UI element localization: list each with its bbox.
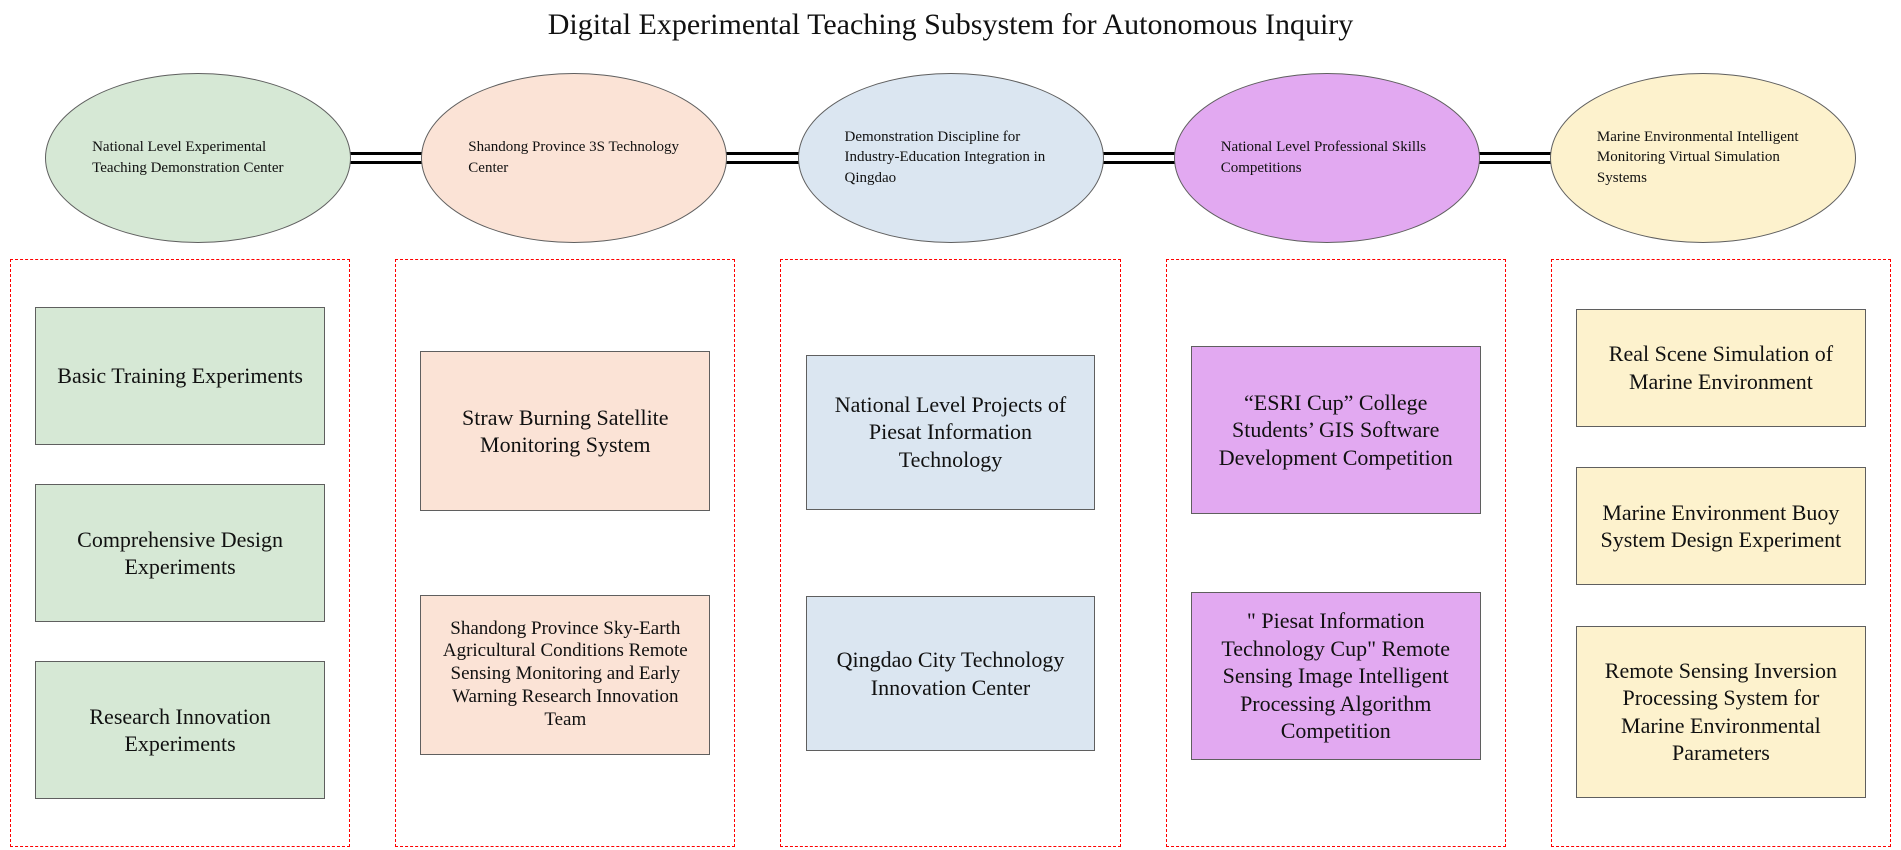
columns-row: Basic Training Experiments Comprehensive…: [0, 245, 1901, 847]
box-straw-burning-satellite-monitoring: Straw Burning Satellite Monitoring Syste…: [420, 351, 711, 512]
box-comprehensive-design-experiments: Comprehensive Design Experiments: [35, 484, 326, 622]
group-marine-simulation-systems: Real Scene Simulation of Marine Environm…: [1550, 259, 1892, 847]
box-piesat-national-projects: National Level Projects of Piesat Inform…: [805, 354, 1096, 510]
ellipse-cell-4: National Level Professional Skills Compe…: [1139, 70, 1515, 245]
ellipse-label: Shandong Province 3S Technology Center: [468, 139, 680, 176]
box-esri-cup-gis-competition: “ESRI Cup” College Students’ GIS Softwar…: [1190, 346, 1481, 514]
ellipse-label: National Level Professional Skills Compe…: [1220, 139, 1427, 176]
box-remote-sensing-inversion-system: Remote Sensing Inversion Processing Syst…: [1575, 625, 1866, 798]
box-real-scene-marine-simulation: Real Scene Simulation of Marine Environm…: [1575, 308, 1866, 427]
box-label: “ESRI Cup” College Students’ GIS Softwar…: [1218, 389, 1453, 470]
box-label: National Level Projects of Piesat Inform…: [834, 391, 1067, 472]
box-label: Remote Sensing Inversion Processing Syst…: [1604, 657, 1837, 766]
box-shandong-sky-earth-research-team: Shandong Province Sky-Earth Agricultural…: [420, 594, 711, 755]
box-label: Research Innovation Experiments: [89, 703, 271, 757]
ellipse-label: Marine Environmental Intelligent Monitor…: [1596, 129, 1799, 186]
ellipse-industry-education-integration: Demonstration Discipline for Industry-Ed…: [797, 72, 1104, 243]
box-label: Qingdao City Technology Innovation Cente…: [836, 647, 1065, 700]
ellipse-shandong-3s-technology-center: Shandong Province 3S Technology Center: [421, 72, 728, 243]
group-demonstration-center: Basic Training Experiments Comprehensive…: [10, 259, 351, 847]
box-marine-buoy-system-design: Marine Environment Buoy System Design Ex…: [1575, 467, 1866, 585]
box-label: Shandong Province Sky-Earth Agricultural…: [442, 617, 688, 730]
box-label: Real Scene Simulation of Marine Environm…: [1608, 341, 1834, 394]
box-label: Marine Environment Buoy System Design Ex…: [1600, 499, 1842, 553]
ellipse-row: National Level Experimental Teaching Dem…: [0, 70, 1901, 245]
group-skills-competitions: “ESRI Cup” College Students’ GIS Softwar…: [1165, 259, 1506, 847]
box-basic-training-experiments: Basic Training Experiments: [35, 307, 326, 445]
ellipse-cell-3: Demonstration Discipline for Industry-Ed…: [762, 70, 1138, 245]
ellipse-cell-5: Marine Environmental Intelligent Monitor…: [1515, 70, 1891, 245]
ellipse-label: National Level Experimental Teaching Dem…: [92, 139, 284, 176]
box-label: Comprehensive Design Experiments: [77, 526, 284, 580]
ellipse-marine-monitoring-simulation-systems: Marine Environmental Intelligent Monitor…: [1549, 72, 1856, 243]
ellipse-label: Demonstration Discipline for Industry-Ed…: [844, 129, 1046, 186]
ellipse-cell-2: Shandong Province 3S Technology Center: [386, 70, 762, 245]
group-3s-technology-center: Straw Burning Satellite Monitoring Syste…: [395, 259, 736, 847]
box-research-innovation-experiments: Research Innovation Experiments: [35, 661, 326, 799]
box-label: " Piesat Information Technology Cup" Rem…: [1221, 608, 1451, 744]
box-label: Straw Burning Satellite Monitoring Syste…: [462, 404, 669, 458]
ellipse-professional-skills-competitions: National Level Professional Skills Compe…: [1173, 72, 1480, 243]
ellipse-cell-1: National Level Experimental Teaching Dem…: [10, 70, 386, 245]
box-qingdao-technology-innovation-center: Qingdao City Technology Innovation Cente…: [805, 596, 1096, 752]
box-piesat-cup-remote-sensing-competition: " Piesat Information Technology Cup" Rem…: [1190, 592, 1481, 760]
diagram-title: Digital Experimental Teaching Subsystem …: [547, 8, 1354, 41]
group-industry-education-integration: National Level Projects of Piesat Inform…: [780, 259, 1121, 847]
box-label: Basic Training Experiments: [57, 363, 303, 389]
ellipse-national-demonstration-center: National Level Experimental Teaching Dem…: [45, 72, 352, 243]
